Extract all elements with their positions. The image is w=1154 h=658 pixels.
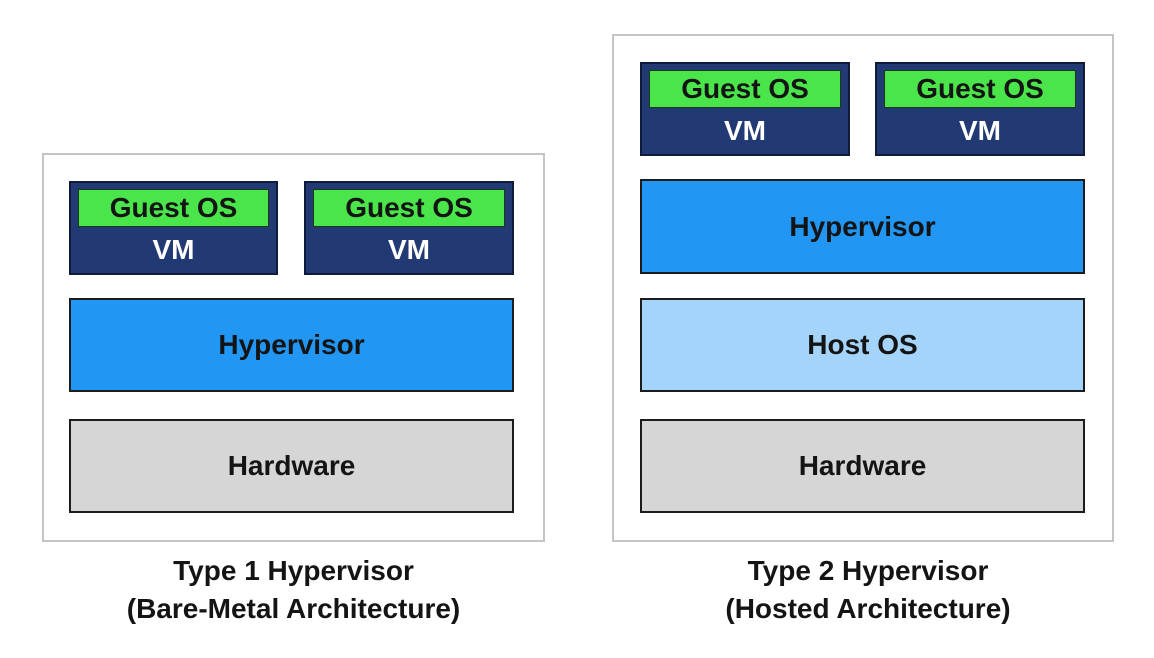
type1-caption-subtitle: (Bare-Metal Architecture) <box>126 593 461 624</box>
type2-caption-subtitle: (Hosted Architecture) <box>725 593 1011 624</box>
type1-caption: Type 1 Hypervisor (Bare-Metal Architectu… <box>42 552 545 628</box>
type1-hypervisor-layer: Hypervisor <box>69 298 514 392</box>
type2-hypervisor-layer: Hypervisor <box>640 179 1085 274</box>
type1-caption-title: Type 1 Hypervisor <box>173 555 414 586</box>
type1-vm-2: Guest OS VM <box>304 181 514 275</box>
type2-vm-2: Guest OS VM <box>875 62 1085 156</box>
type1-vm-2-label: VM <box>388 234 430 265</box>
type2-vm-1: Guest OS VM <box>640 62 850 156</box>
type2-caption: Type 2 Hypervisor (Hosted Architecture) <box>612 552 1124 628</box>
type2-vm-1-label: VM <box>724 115 766 146</box>
type2-hardware-layer: Hardware <box>640 419 1085 513</box>
type1-vm-1-guest-os: Guest OS <box>78 189 269 227</box>
type1-vm-2-guest-os: Guest OS <box>313 189 505 227</box>
type1-hardware-layer: Hardware <box>69 419 514 513</box>
type2-caption-title: Type 2 Hypervisor <box>747 555 989 586</box>
type2-vm-2-label: VM <box>959 115 1001 146</box>
type2-vm-2-guest-os: Guest OS <box>884 70 1076 108</box>
type1-vm-1-label: VM <box>152 234 195 265</box>
type2-vm-1-guest-os: Guest OS <box>649 70 841 108</box>
type1-vm-1: Guest OS VM <box>69 181 278 275</box>
type2-host-os-layer: Host OS <box>640 298 1085 392</box>
